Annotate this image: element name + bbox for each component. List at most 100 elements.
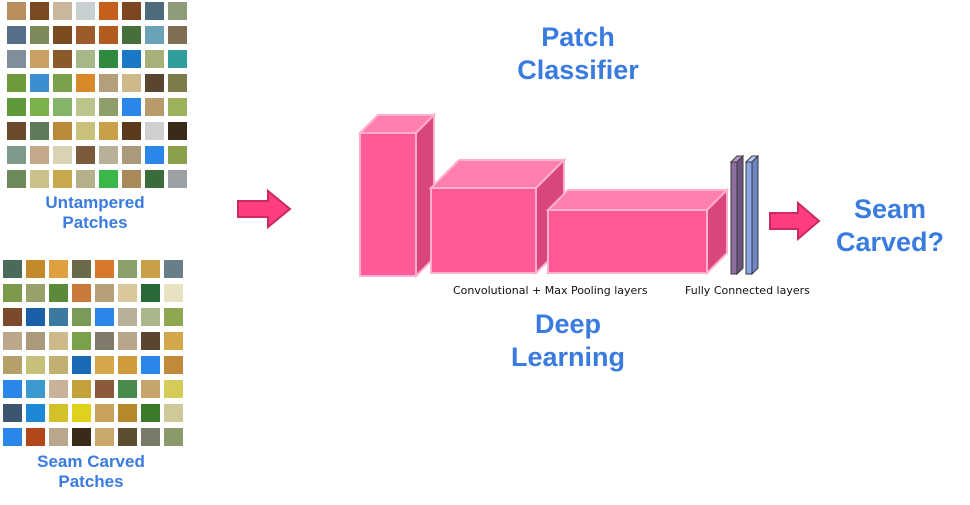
untampered-patch-tile (30, 98, 49, 116)
untampered-patch-tile (145, 26, 164, 44)
seam-carved-patch-tile (118, 404, 137, 422)
untampered-patch-tile (76, 146, 95, 164)
untampered-label-line2: Patches (62, 213, 128, 233)
seam-carved-patch-tile (72, 356, 91, 374)
seam-carved-patch-tile (26, 356, 45, 374)
patch-classifier-title: Patch Classifier (478, 21, 678, 88)
seam-carved-patch-tile (3, 332, 22, 350)
seam-carved-patch-tile (72, 260, 91, 278)
untampered-patch-tile (122, 2, 141, 20)
seam-carved-patch-tile (3, 380, 22, 398)
conv-block-2 (428, 157, 567, 276)
subtitle-line1: Deep (534, 309, 602, 339)
untampered-patch-tile (76, 50, 95, 68)
seam-carved-patch-tile (49, 260, 68, 278)
untampered-patch-tile (168, 146, 187, 164)
untampered-patch-tile (53, 122, 72, 140)
seam-carved-patch-tile (118, 380, 137, 398)
seam-carved-patch-tile (26, 308, 45, 326)
untampered-patch-tile (168, 50, 187, 68)
untampered-patch-tile (145, 146, 164, 164)
seam-carved-patch-tile (26, 404, 45, 422)
untampered-patch-tile (76, 122, 95, 140)
untampered-patch-tile (76, 74, 95, 92)
seam-carved-patch-tile (141, 284, 160, 302)
untampered-patch-tile (30, 26, 49, 44)
input-arrow-icon (237, 188, 292, 230)
untampered-patch-tile (53, 2, 72, 20)
untampered-patch-tile (145, 170, 164, 188)
untampered-patch-tile (7, 2, 26, 20)
untampered-patch-tile (145, 74, 164, 92)
seam-carved-patch-tile (95, 380, 114, 398)
untampered-patch-tile (168, 26, 187, 44)
seam-carved-patch-tile (95, 404, 114, 422)
seam-carved-patch-tile (3, 428, 22, 446)
seam-carved-patch-tile (26, 380, 45, 398)
seam-carved-patch-tile (118, 332, 137, 350)
seam-carved-patch-tile (49, 332, 68, 350)
output-arrow-icon (769, 200, 821, 242)
seam-carved-patch-tile (164, 332, 183, 350)
untampered-patch-tile (99, 2, 118, 20)
untampered-patch-tile (122, 26, 141, 44)
untampered-patch-tile (76, 170, 95, 188)
seam-carved-patch-tile (95, 332, 114, 350)
untampered-patch-tile (168, 2, 187, 20)
untampered-patch-tile (122, 50, 141, 68)
fc-layers-caption: Fully Connected layers (685, 284, 810, 297)
conv-block-1 (357, 112, 437, 279)
untampered-patch-tile (145, 98, 164, 116)
untampered-patch-tile (168, 74, 187, 92)
untampered-patch-tile (76, 26, 95, 44)
seam-carved-patch-tile (49, 284, 68, 302)
untampered-patch-tile (7, 146, 26, 164)
untampered-patch-tile (122, 122, 141, 140)
seam-carved-patch-tile (72, 308, 91, 326)
seam-carved-patch-tile (164, 284, 183, 302)
seam-carved-patch-tile (72, 428, 91, 446)
seam-carved-patch-tile (49, 404, 68, 422)
untampered-patch-tile (7, 170, 26, 188)
fc-layer-2 (744, 154, 760, 276)
untampered-patch-tile (122, 74, 141, 92)
seam-carved-patch-tile (72, 284, 91, 302)
seam-carved-patch-tile (164, 260, 183, 278)
untampered-patch-tile (168, 98, 187, 116)
seam-carved-patch-tile (164, 308, 183, 326)
seam-carved-patch-tile (118, 260, 137, 278)
seam-carved-patch-tile (141, 356, 160, 374)
seam-carved-patch-tile (49, 356, 68, 374)
seam-carved-question: Seam Carved? (815, 193, 965, 260)
untampered-patch-tile (7, 74, 26, 92)
untampered-patch-grid (7, 2, 187, 188)
subtitle-line2: Learning (510, 342, 625, 373)
untampered-patch-tile (53, 26, 72, 44)
untampered-patch-tile (168, 170, 187, 188)
untampered-patch-tile (30, 74, 49, 92)
untampered-patch-tile (99, 122, 118, 140)
seam-carved-patch-tile (26, 260, 45, 278)
untampered-patch-tile (53, 170, 72, 188)
seam-label-line1: Seam Carved (37, 452, 145, 471)
untampered-patch-tile (53, 98, 72, 116)
untampered-patch-tile (99, 146, 118, 164)
seam-carved-patch-tile (141, 380, 160, 398)
untampered-patch-tile (30, 122, 49, 140)
seam-carved-patch-tile (3, 308, 22, 326)
title-line1: Patch (541, 22, 615, 52)
seam-carved-patch-tile (95, 260, 114, 278)
seam-carved-patch-tile (141, 332, 160, 350)
seam-carved-patch-tile (164, 356, 183, 374)
seam-carved-patch-tile (3, 404, 22, 422)
seam-carved-patch-tile (118, 284, 137, 302)
seam-carved-patch-tile (141, 428, 160, 446)
conv-layers-caption: Convolutional + Max Pooling layers (453, 284, 648, 297)
untampered-patch-tile (30, 2, 49, 20)
seam-carved-patch-tile (141, 308, 160, 326)
untampered-patch-tile (99, 170, 118, 188)
untampered-patch-tile (30, 170, 49, 188)
untampered-patch-tile (7, 122, 26, 140)
untampered-patch-tile (145, 122, 164, 140)
